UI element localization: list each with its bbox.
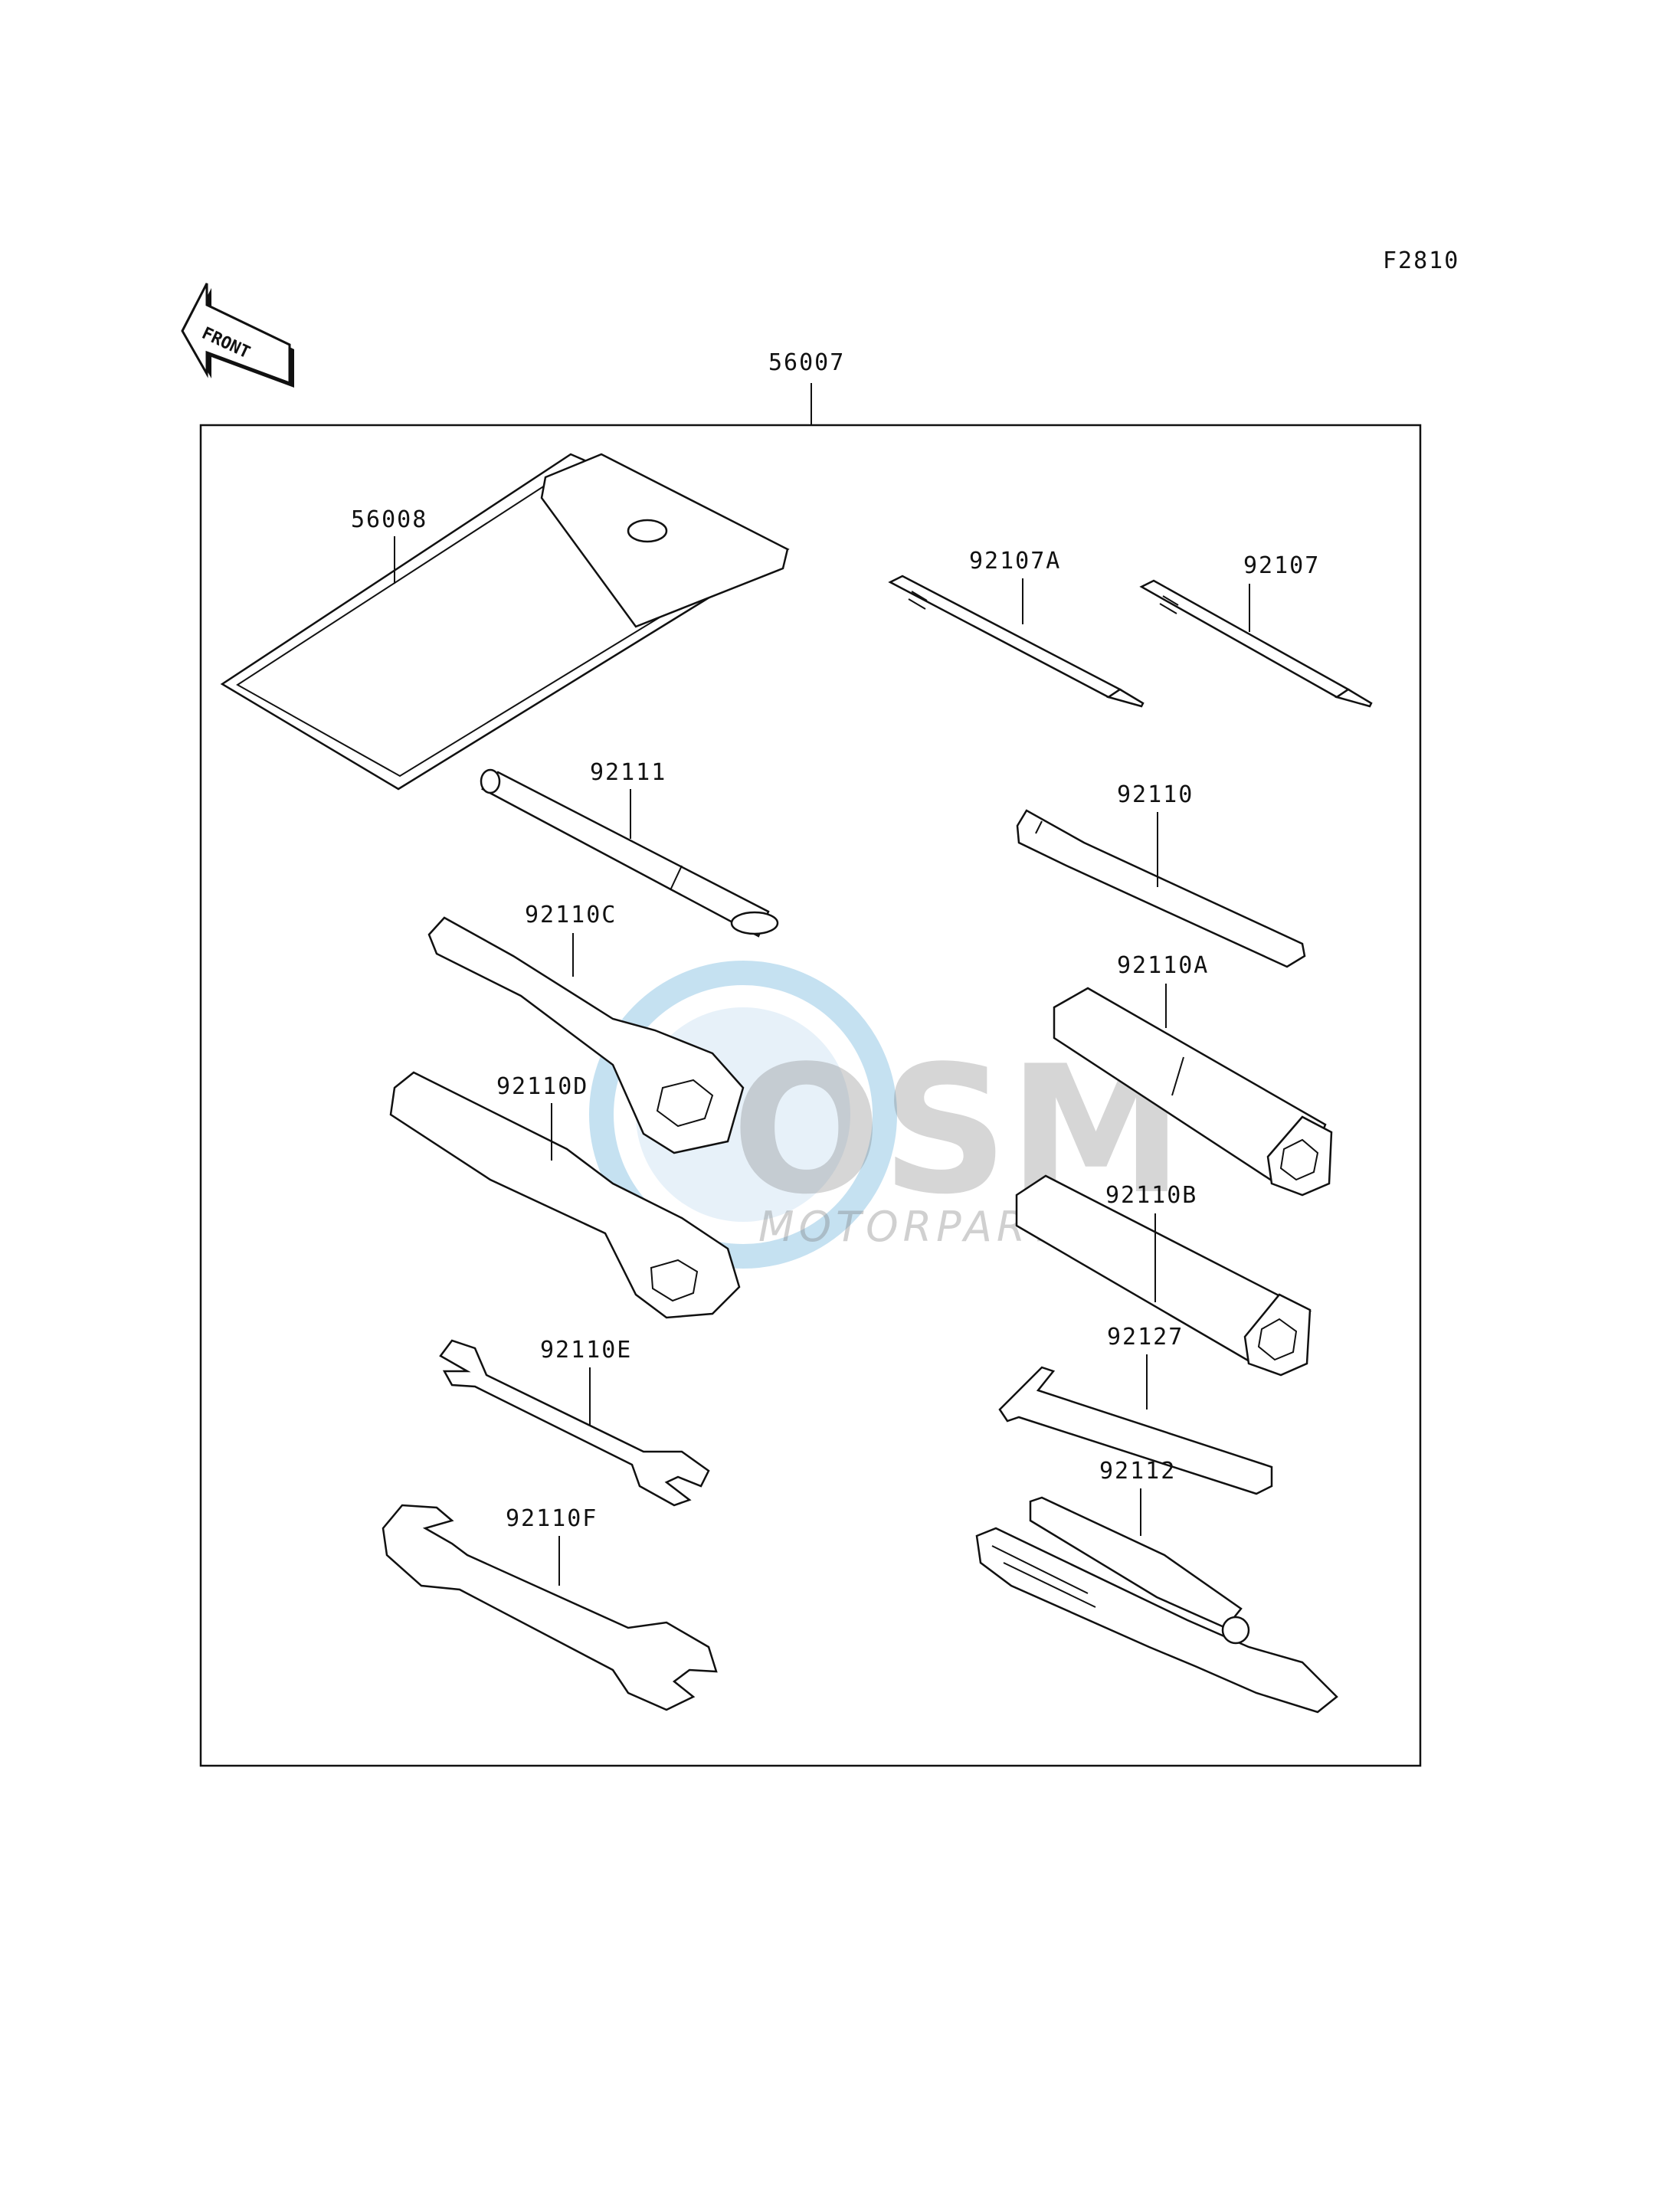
assembly-number: 56007 <box>768 349 845 376</box>
part-label-92110c: 92110C <box>525 902 617 928</box>
spanner-92110 <box>1016 809 1306 968</box>
part-label-92110d: 92110D <box>496 1073 588 1100</box>
tool-bag <box>220 453 790 791</box>
part-label-92111: 92111 <box>590 759 666 786</box>
part-label-92110b: 92110B <box>1105 1182 1197 1209</box>
pliers-92112 <box>975 1496 1338 1714</box>
part-label-92110e: 92110E <box>540 1337 632 1364</box>
part-label-92110a: 92110A <box>1117 952 1209 979</box>
part-label-92107: 92107 <box>1243 552 1320 579</box>
handle-92111 <box>480 768 779 938</box>
part-label-92110: 92110 <box>1117 781 1194 808</box>
figure-code: F2810 <box>1383 247 1459 274</box>
globe-icon <box>589 961 897 1269</box>
watermark: OSM MOTORPARTS <box>589 961 1184 1269</box>
part-label-92107a: 92107A <box>969 548 1061 575</box>
open-spanner-92110e <box>439 1339 710 1507</box>
ring-spanner-92110c <box>427 916 745 1154</box>
box-spanner-92110a <box>1053 987 1333 1197</box>
open-spanner-92110f <box>382 1504 718 1711</box>
screwdriver-92107a <box>888 575 1145 708</box>
front-arrow-icon: FRONT <box>181 283 294 388</box>
part-label-92110f: 92110F <box>506 1505 598 1532</box>
hex-key-92127 <box>998 1366 1273 1495</box>
part-label-56008: 56008 <box>351 506 427 533</box>
screwdriver-92107 <box>1139 579 1373 708</box>
box-spanner-92110b <box>1015 1174 1312 1377</box>
ring-spanner-92110d <box>389 1071 741 1319</box>
part-label-92112: 92112 <box>1099 1458 1176 1485</box>
part-label-92127: 92127 <box>1107 1324 1184 1351</box>
tool-kit-frame <box>199 424 1422 1767</box>
